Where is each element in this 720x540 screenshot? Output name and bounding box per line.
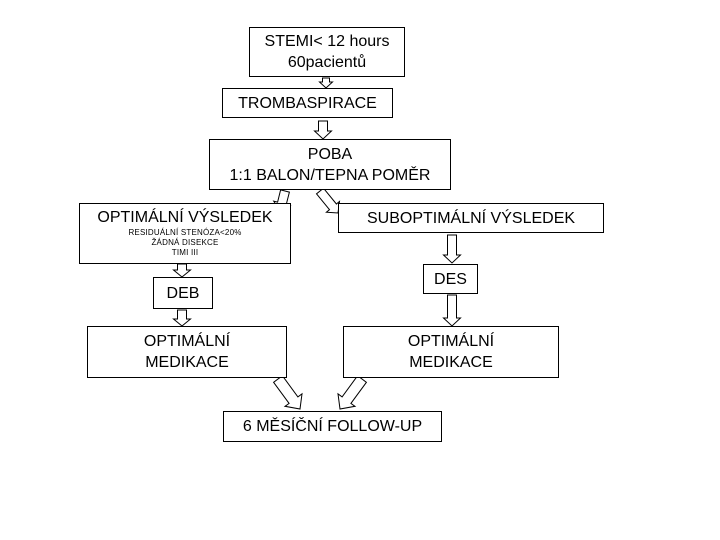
poba-line1: POBA <box>307 145 353 163</box>
des-box: DES <box>423 264 478 294</box>
medication-left-line2: MEDIKACE <box>145 354 229 371</box>
suboptimal-result-label: SUBOPTIMÁLNÍ VÝSLEDEK <box>366 209 576 227</box>
trombaspirace-box: TROMBASPIRACE <box>222 88 393 118</box>
arrow-medication-right-to-follow-up <box>337 374 368 410</box>
medication-left-line1: OPTIMÁLNÍ <box>143 333 231 350</box>
poba-box: POBA 1:1 BALON/TEPNA POMĚR <box>209 139 451 190</box>
deb-box: DEB <box>153 277 213 309</box>
follow-up-box: 6 MĚSÍČNÍ FOLLOW-UP <box>223 411 442 442</box>
arrow-trombaspirace-to-poba <box>313 120 333 140</box>
optimal-criterion-2: ŽÁDNÁ DISEKCE <box>151 238 219 247</box>
arrow-deb-to-medication-left <box>172 309 192 327</box>
trombaspirace-label: TROMBASPIRACE <box>238 94 377 112</box>
medication-right-box: OPTIMÁLNÍ MEDIKACE <box>343 326 559 378</box>
medication-right-line1: OPTIMÁLNÍ <box>407 333 495 350</box>
poba-line2: 1:1 BALON/TEPNA POMĚR <box>229 166 431 184</box>
stemi-line1: STEMI< 12 hours <box>264 33 390 50</box>
stemi-box: STEMI< 12 hours 60pacientů <box>249 27 405 77</box>
optimal-criterion-1: RESIDUÁLNÍ STENÓZA<20% <box>128 228 242 237</box>
stemi-line2: 60pacientů <box>287 54 367 71</box>
follow-up-label: 6 MĚSÍČNÍ FOLLOW-UP <box>242 418 423 435</box>
arrow-medication-left-to-follow-up <box>272 374 303 410</box>
arrow-des-to-medication-right <box>442 294 462 327</box>
des-label: DES <box>434 270 467 288</box>
optimal-criterion-3: TIMI III <box>171 248 199 257</box>
arrow-optimal-to-deb <box>172 263 192 278</box>
optimal-result-title: OPTIMÁLNÍ VÝSLEDEK <box>97 209 273 226</box>
arrow-stemi-to-trombaspirace <box>318 77 334 89</box>
arrow-suboptimal-to-des <box>442 234 462 264</box>
optimal-result-box: OPTIMÁLNÍ VÝSLEDEK RESIDUÁLNÍ STENÓZA<20… <box>79 203 291 264</box>
medication-left-box: OPTIMÁLNÍ MEDIKACE <box>87 326 287 378</box>
medication-right-line2: MEDIKACE <box>409 354 493 371</box>
arrow-poba-to-suboptimal <box>315 187 341 214</box>
suboptimal-result-box: SUBOPTIMÁLNÍ VÝSLEDEK <box>338 203 604 233</box>
deb-label: DEB <box>166 284 200 302</box>
